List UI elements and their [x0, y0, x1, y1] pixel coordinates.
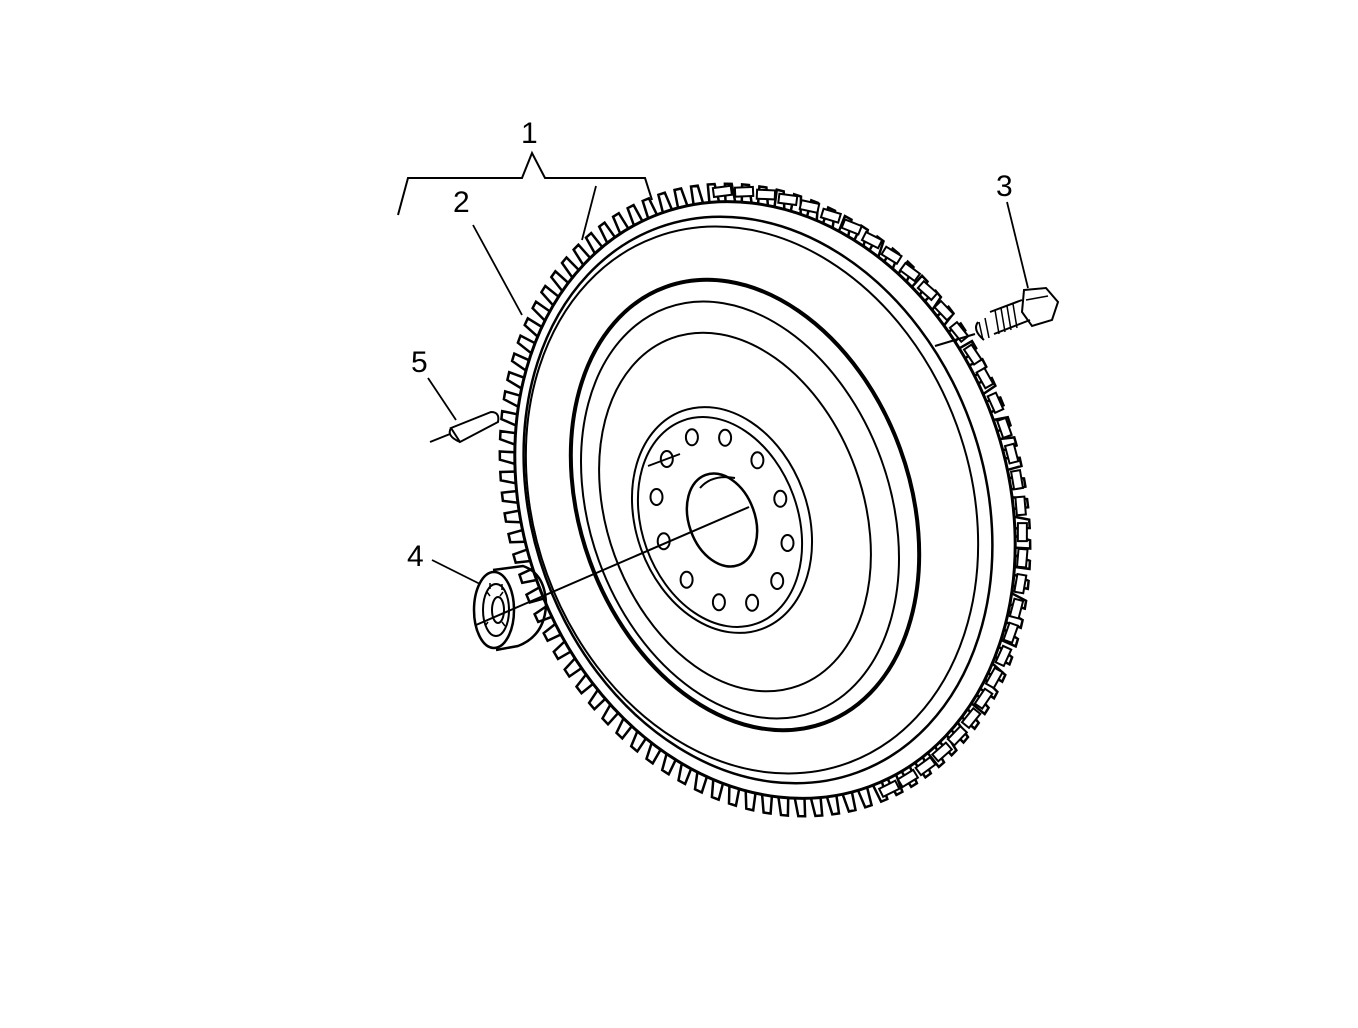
bolt-hole — [770, 572, 785, 590]
bolt-hole — [679, 570, 694, 589]
gear-tooth-side — [896, 768, 920, 789]
gear-tooth-side — [1016, 522, 1028, 543]
gear-tooth-side — [877, 779, 901, 799]
bolt-hole — [750, 451, 765, 470]
hub-bolt-holes — [649, 428, 795, 612]
gear-tooth-side — [777, 192, 799, 207]
callout-1: 1 — [521, 117, 538, 150]
gear-tooth-side — [960, 706, 982, 730]
gear-tooth-side — [914, 755, 937, 777]
gear-tooth-side — [819, 207, 843, 224]
gear-tooth-side — [973, 687, 994, 711]
gear-tooth-side — [840, 218, 864, 236]
gear-tooth-side — [860, 230, 884, 250]
bolt-hole — [745, 593, 760, 612]
gear-tooth-side — [916, 279, 939, 302]
dowel-pin-icon — [429, 410, 500, 444]
gear-tooth-side — [1002, 621, 1020, 644]
gear-tooth-side — [733, 185, 755, 198]
bolt-hole — [773, 489, 788, 508]
gear-tooth-side — [898, 261, 922, 283]
gear-tooth-side — [1003, 442, 1020, 465]
ring-gear-teeth — [498, 182, 1032, 818]
gear-tooth-side — [975, 366, 995, 390]
gear-tooth-side — [933, 299, 955, 322]
gear-tooth-side — [984, 666, 1004, 690]
gear-tooth-side — [1013, 572, 1028, 595]
gear-tooth-side — [986, 391, 1005, 415]
bolt-hole — [711, 593, 726, 612]
callout-3: 3 — [996, 170, 1013, 203]
callout-4: 4 — [407, 540, 424, 573]
gear-tooth-side — [1014, 495, 1027, 517]
bolt-hole — [649, 488, 664, 506]
gear-tooth-side — [711, 184, 733, 199]
bolt-hole — [684, 428, 699, 447]
gear-tooth — [498, 182, 1032, 818]
gear-tooth-side — [798, 199, 821, 214]
bolt-hole — [659, 450, 674, 468]
gear-tooth-side — [755, 188, 777, 201]
callout-5: 5 — [411, 346, 428, 379]
gear-tooth-side — [1008, 597, 1025, 620]
gear-tooth-side — [962, 343, 983, 366]
gear-tooth-side — [930, 741, 954, 763]
gear-tooth-side — [995, 416, 1013, 440]
gear-tooth-side — [1015, 547, 1029, 569]
bolt-hole — [718, 428, 733, 447]
leader-lines — [397, 150, 1029, 585]
bolt-hole — [780, 534, 795, 552]
gear-tooth-side — [1009, 468, 1025, 491]
bearing-icon — [472, 564, 548, 652]
gear-tooth-side — [880, 245, 903, 266]
gear-tooth-side — [946, 724, 969, 747]
gear-tooth-side — [994, 644, 1013, 668]
callout-2: 2 — [453, 186, 470, 219]
flywheel-icon — [498, 182, 1032, 818]
bolt-icon — [934, 286, 1060, 347]
